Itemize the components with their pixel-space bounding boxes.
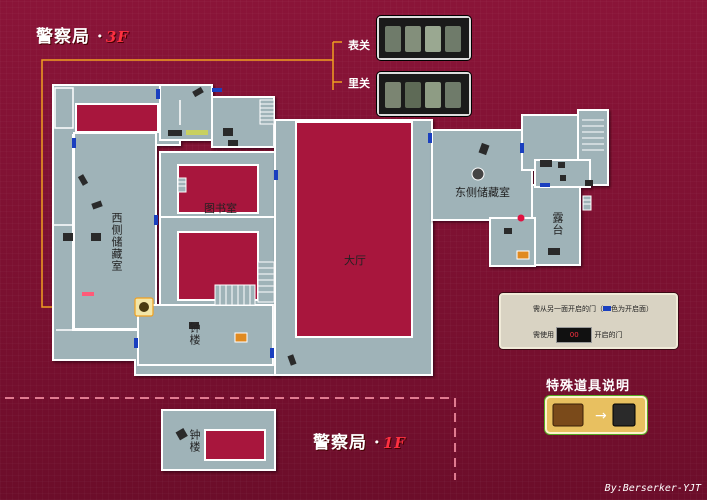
west-void (75, 103, 159, 133)
legend-ticket-text: 00 (569, 331, 579, 339)
puzzle-front-image (379, 18, 469, 58)
room-west-storage (73, 132, 157, 330)
label-main-hall: 大厅 (344, 254, 366, 267)
label-west-storage: 西侧储藏室 (110, 212, 123, 272)
label-clock-tower-3f: 钟楼 (188, 322, 201, 346)
title-text-3f: 警察局 · (36, 27, 104, 47)
map-title-3f: 警察局 ·3F (36, 22, 129, 47)
emblem-icon (471, 167, 485, 181)
puzzle-thumb-front[interactable] (377, 16, 471, 60)
floor-divider-line (5, 397, 456, 480)
room-clock-tower-3f (137, 304, 274, 366)
map-items (63, 86, 593, 441)
item-box-clock (234, 332, 248, 343)
floor-label-3f: 3F (105, 28, 129, 46)
label-east-storage: 东侧储藏室 (455, 186, 510, 199)
main-hall-block (274, 119, 433, 376)
label-clock-tower-1f: 钟楼 (188, 429, 201, 453)
door-tag-back: 里关 (348, 77, 370, 90)
legend-box: 需从另一面开启的门（ 色为开启面） 需使用 00 开启的门 (499, 293, 678, 349)
legend-red-door-suffix: 开启的门 (594, 331, 623, 339)
special-items-box: → (545, 396, 647, 434)
stairs (177, 99, 275, 306)
door-tag-front: 表关 (348, 39, 370, 52)
west-interior-walls (53, 100, 181, 331)
arrow-right-icon: → (595, 408, 607, 424)
item-box-terrace (516, 250, 530, 260)
legend-blue-door-text: 需从另一面开启的门（ 色为开启面） (533, 304, 653, 314)
legend-blue-door-suffix: 色为开启面） (611, 305, 653, 313)
legend-red-door-text: 需使用 00 开启的门 (533, 327, 622, 343)
map-title-1f: 警察局 ·1F (313, 428, 406, 453)
label-library: 图书室 (204, 202, 237, 215)
title-text-1f: 警察局 · (313, 433, 381, 453)
library-void (177, 164, 259, 214)
route-line-branches (333, 41, 342, 83)
west-block (52, 84, 279, 376)
east-stairs (582, 119, 604, 211)
main-hall-void (295, 121, 413, 338)
author-credit: By:Berserker-YJT (604, 483, 701, 494)
red-marker (517, 214, 525, 222)
puzzle-back-image (379, 74, 469, 114)
label-terrace: 露台 (551, 212, 564, 236)
puzzle-thumb-back[interactable] (377, 72, 471, 116)
legend-blue-door-label: 需从另一面开启的门（ (533, 305, 603, 313)
floor-label-1f: 1F (382, 434, 406, 452)
special-items-title: 特殊道具说明 (546, 379, 631, 394)
special-items-graphic: → (552, 403, 636, 427)
legend-blue-swatch (603, 306, 611, 311)
legend-ticket-item: 00 (556, 327, 593, 343)
clock-tower-1f-block (161, 409, 276, 471)
legend-red-door-label: 需使用 (533, 331, 554, 339)
